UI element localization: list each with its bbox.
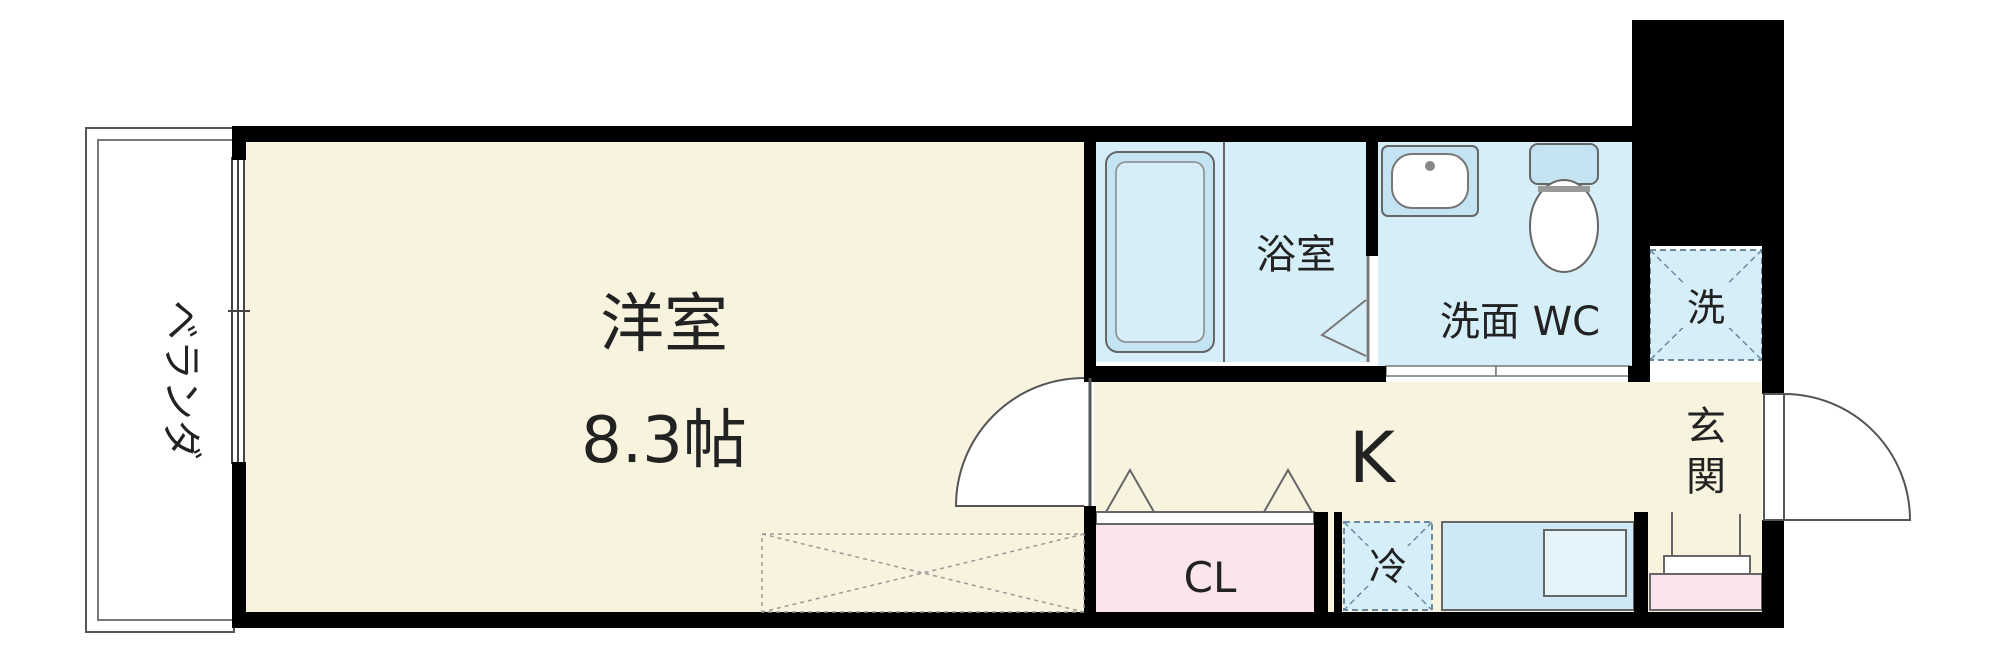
wall-bottom [232, 612, 1766, 628]
toilet-tank [1529, 143, 1599, 185]
closet: CL [1095, 467, 1315, 612]
closet-floor [1096, 524, 1314, 612]
wall-room-kitchen-lower [1084, 506, 1096, 628]
entrance-label-2: 関 [1686, 454, 1726, 500]
kitchen-counter [1441, 521, 1635, 611]
wall-closet-right [1314, 512, 1328, 628]
laundry-label: 洗 [1687, 286, 1725, 330]
wall-wet-bottom [1084, 366, 1386, 382]
wall-wash-right [1632, 126, 1650, 382]
fridge-space: 冷 [1343, 521, 1433, 611]
washroom-door-slide [1385, 365, 1497, 377]
balcony: ベランダ [85, 127, 235, 633]
wc-door-slide [1495, 365, 1631, 377]
laundry-diag-1 [1649, 249, 1763, 361]
wall-bath-wash [1366, 126, 1378, 256]
wall-kitchen-mid [1334, 512, 1342, 628]
bathtub-inner [1115, 161, 1205, 343]
closet-label: CL [1184, 553, 1237, 602]
fridge-label-bg [1362, 546, 1414, 586]
entrance-label: 玄 [1686, 404, 1726, 450]
storage-marker-box [761, 533, 1085, 613]
toilet-bowl [1529, 179, 1599, 273]
laundry-space: 洗 [1649, 249, 1763, 361]
bathroom-label: 浴室 [1256, 232, 1336, 278]
laundry-label-bg [1676, 284, 1736, 328]
fridge-label: 冷 [1369, 545, 1407, 589]
shoe-cabinet [1649, 573, 1763, 611]
closet-door-left [1105, 467, 1155, 513]
wall-room-kitchen-upper [1084, 126, 1096, 378]
kitchen-sink [1543, 529, 1627, 597]
wall-counter-right [1634, 512, 1648, 628]
entrance-door-leaf [1763, 393, 1785, 521]
laundry-diag-2 [1649, 249, 1763, 361]
balcony-inner-outline [97, 139, 235, 621]
walls [232, 20, 1784, 628]
western-room-floor [244, 142, 1084, 612]
bathroom: 浴室 [1096, 142, 1366, 362]
wash-basin-bowl [1391, 153, 1469, 209]
washroom-wc-label: 洗面 WC [1440, 299, 1600, 345]
wall-right-upper [1762, 20, 1784, 394]
bath-door-swing [1320, 299, 1367, 357]
western-room-name: 洋室 [600, 288, 728, 362]
washroom-wc: 洗面 WC [1378, 142, 1632, 377]
storage-marker [761, 533, 1085, 613]
wall-left-top [232, 126, 246, 160]
wash-basin-drain [1425, 161, 1435, 171]
balcony-label: ベランダ [158, 300, 204, 460]
kitchen-label: K [1349, 417, 1397, 499]
closet-door-track [1095, 511, 1315, 525]
wall-right-tower [1632, 20, 1784, 246]
room-door-swing [954, 377, 1085, 507]
entrance-step [1663, 555, 1751, 575]
toilet-seat-line [1538, 186, 1590, 192]
entrance-door-swing [1783, 392, 1912, 521]
wall-right-lower [1762, 520, 1784, 628]
western-room-size: 8.3帖 [581, 404, 747, 478]
closet-door-right [1263, 467, 1313, 513]
wall-left-bottom [232, 462, 246, 628]
wall-top-main [232, 126, 1634, 142]
entrance: 玄 関 [1649, 404, 1763, 611]
